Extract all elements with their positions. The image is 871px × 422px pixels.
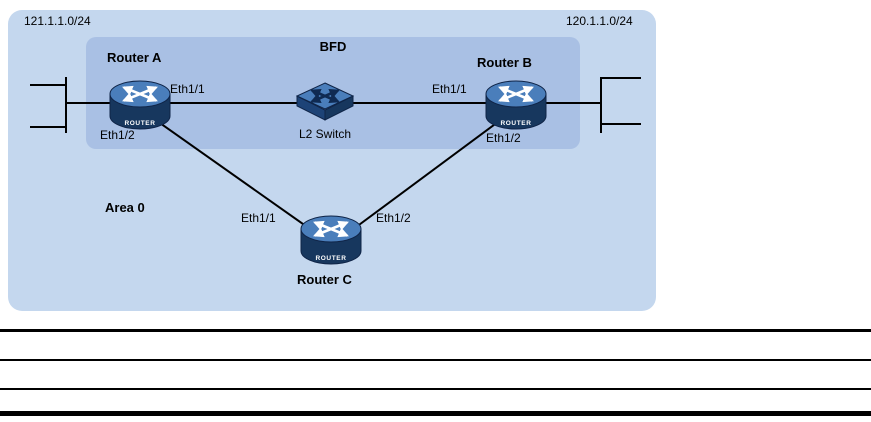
router-a-eth2-label: Eth1/2 [100,128,135,142]
subnet-left-label: 121.1.1.0/24 [24,14,91,28]
router-a-label: Router A [107,50,162,65]
switch-label: L2 Switch [298,127,352,141]
table-border-bottom [0,411,871,416]
router-c-eth1-label: Eth1/1 [241,211,276,225]
router-c-icon [299,214,363,266]
area-label: Area 0 [105,200,145,215]
router-b-label: Router B [477,55,532,70]
router-c-eth2-label: Eth1/2 [376,211,411,225]
table-row-divider-1 [0,359,871,361]
bfd-label: BFD [319,39,347,54]
router-b-eth2-label: Eth1/2 [486,131,521,145]
router-a-icon [108,79,172,131]
router-b-icon [484,79,548,131]
router-b-eth1-label: Eth1/1 [432,82,467,96]
l2-switch-icon [293,81,357,127]
router-a-eth1-label: Eth1/1 [170,82,205,96]
table-row-divider-2 [0,388,871,390]
table-border-top [0,329,871,332]
subnet-right-label: 120.1.1.0/24 [566,14,633,28]
router-c-label: Router C [297,272,352,287]
